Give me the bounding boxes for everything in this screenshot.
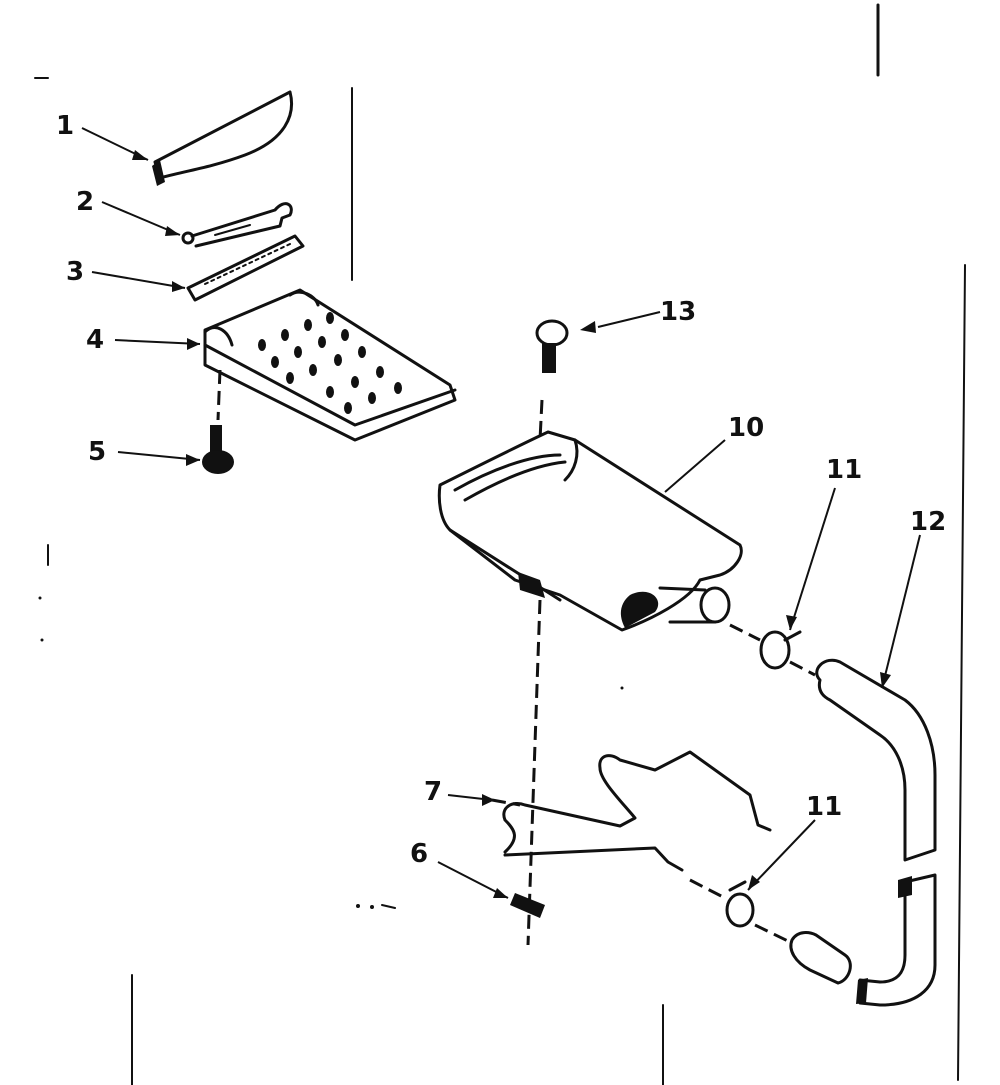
- part-2-clip: [183, 204, 291, 246]
- callout-1: 1: [56, 111, 74, 141]
- callout-5: 5: [88, 437, 106, 467]
- callout-11-lower: 11: [806, 792, 842, 822]
- part-10-chute: [439, 432, 761, 946]
- callout-4: 4: [86, 325, 104, 355]
- part-1-cover: [152, 92, 292, 186]
- part-13-screw: [537, 321, 567, 441]
- part-5-screw: [202, 425, 234, 474]
- callout-7: 7: [424, 777, 442, 807]
- callout-11-upper: 11: [826, 455, 862, 485]
- part-6-screw: [510, 893, 545, 918]
- part-12-hose: [817, 660, 935, 1005]
- part-4-grille: [205, 290, 455, 440]
- part-11-clamp-lower: [689, 878, 791, 944]
- scan-specks: [38, 596, 624, 909]
- callout-labels: 1 2 3 4 5 6 7 10 11 11 12 13: [56, 111, 946, 869]
- leader-arrowheads: [132, 150, 891, 898]
- grille-holes: [258, 312, 402, 414]
- scan-border-marks: [34, 3, 966, 1085]
- callout-6: 6: [410, 839, 428, 869]
- callout-2: 2: [76, 187, 94, 217]
- part-11-clamp-upper: [761, 632, 816, 677]
- part-7-wire-spring: [491, 752, 770, 870]
- short-hose-segment: [791, 933, 850, 983]
- callout-12: 12: [910, 507, 946, 537]
- part-3-bar: [188, 236, 303, 300]
- callout-3: 3: [66, 257, 84, 287]
- callout-10: 10: [728, 413, 764, 443]
- callout-13: 13: [660, 297, 696, 327]
